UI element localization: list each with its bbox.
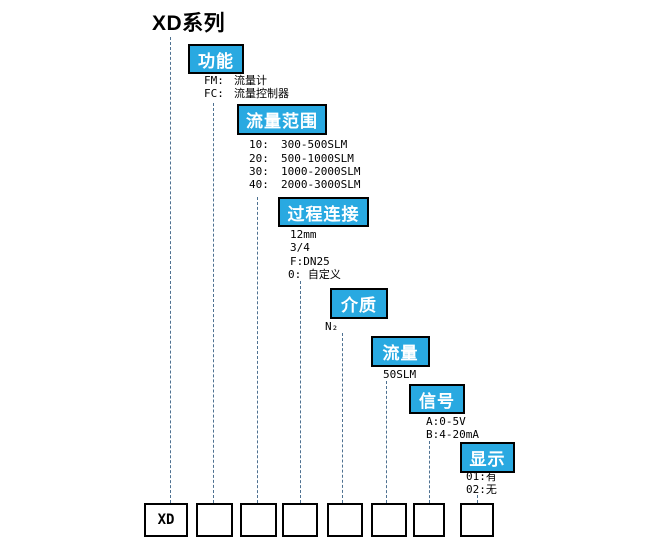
code-slot-value: XD — [157, 512, 175, 528]
level-box-flow-label: 流量 — [382, 344, 419, 363]
leader-line-8 — [477, 495, 478, 503]
option-row: F:DN25 — [290, 255, 330, 268]
option-text: 0: 自定义 — [288, 268, 341, 281]
leader-line-4 — [300, 281, 301, 503]
option-text: 02:无 — [466, 483, 497, 496]
option-text: 300-500SLM — [281, 138, 348, 151]
option-text: 01:有 — [466, 470, 497, 483]
leader-line-5 — [342, 333, 343, 503]
level-box-display-label: 显示 — [469, 450, 506, 469]
option-row: B:4-20mA — [426, 428, 479, 441]
option-code: FM: — [204, 74, 224, 87]
level-box-flow-range-label: 流量范围 — [246, 112, 318, 131]
level-box-flow-range: 流量范围 — [237, 104, 327, 135]
code-slot-function — [196, 503, 233, 537]
code-slot-process-connection — [282, 503, 318, 537]
option-text: 流量控制器 — [234, 87, 289, 100]
code-slot-flow — [371, 503, 407, 537]
option-row: 30: 1000-2000SLM — [249, 165, 360, 178]
level-box-medium-label: 介质 — [341, 296, 377, 315]
option-row: 3/4 — [290, 241, 310, 254]
option-row: FM: 流量计 — [204, 74, 267, 87]
leader-line-1 — [170, 37, 171, 503]
level-box-function: 功能 — [188, 44, 244, 74]
level-box-flow: 流量 — [371, 336, 430, 367]
option-row: 40: 2000-3000SLM — [249, 178, 360, 191]
option-text: 3/4 — [290, 241, 310, 254]
option-row: 0: 自定义 — [288, 268, 341, 281]
level-box-process-connection-label: 过程连接 — [287, 204, 360, 224]
option-row: FC: 流量控制器 — [204, 87, 289, 100]
option-code: 10: — [249, 138, 269, 151]
option-text: 流量计 — [234, 74, 267, 87]
option-text: F:DN25 — [290, 255, 330, 268]
option-row: 12mm — [290, 228, 317, 241]
code-slot-display — [460, 503, 494, 537]
leader-line-2 — [213, 103, 214, 503]
leader-line-7 — [429, 441, 430, 503]
option-row: 02:无 — [466, 483, 497, 496]
code-slot-flow-range — [240, 503, 277, 537]
option-row: 10: 300-500SLM — [249, 138, 347, 151]
option-text: B:4-20mA — [426, 428, 479, 441]
level-box-display: 显示 — [460, 442, 515, 473]
option-code: 40: — [249, 178, 269, 191]
level-box-function-label: 功能 — [198, 51, 234, 71]
level-box-process-connection: 过程连接 — [278, 197, 369, 227]
option-row: A:0-5V — [426, 415, 466, 428]
option-row: 50SLM — [383, 368, 416, 381]
code-slot-signal — [413, 503, 445, 537]
option-code: FC: — [204, 87, 224, 100]
option-text: N₂ — [325, 320, 339, 333]
option-text: A:0-5V — [426, 415, 466, 428]
level-box-medium: 介质 — [330, 288, 388, 319]
option-text: 12mm — [290, 228, 317, 241]
option-code: 20: — [249, 152, 269, 165]
series-title: XD系列 — [152, 12, 226, 35]
leader-line-6 — [386, 381, 387, 503]
level-box-signal-label: 信号 — [419, 391, 455, 411]
option-code: 30: — [249, 165, 269, 178]
option-row: 01:有 — [466, 470, 497, 483]
option-text: 2000-3000SLM — [281, 178, 361, 191]
code-slot-medium — [327, 503, 363, 537]
option-text: 50SLM — [383, 368, 417, 381]
option-row: N₂ — [325, 320, 338, 333]
leader-line-3 — [257, 197, 258, 503]
code-slot-prefix: XD — [144, 503, 188, 537]
option-text: 1000-2000SLM — [281, 165, 361, 178]
level-box-signal: 信号 — [409, 384, 465, 414]
option-text: 500-1000SLM — [281, 152, 354, 165]
option-row: 20: 500-1000SLM — [249, 152, 354, 165]
